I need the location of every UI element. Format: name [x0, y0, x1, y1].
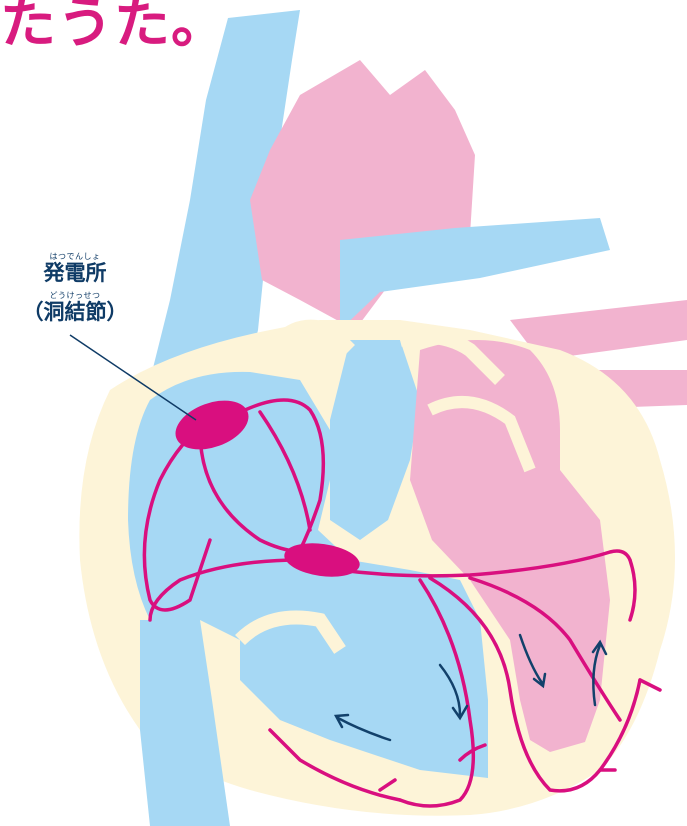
sa-node-alt-name: （洞結節） — [14, 300, 136, 324]
sa-node-name-reading: はつでんしょ — [14, 252, 136, 261]
sa-node-label: はつでんしょ 発電所 どうけっせつ （洞結節） — [14, 252, 136, 324]
sa-node-alt-reading: どうけっせつ — [14, 291, 136, 300]
sa-node-name: 発電所 — [14, 261, 136, 285]
